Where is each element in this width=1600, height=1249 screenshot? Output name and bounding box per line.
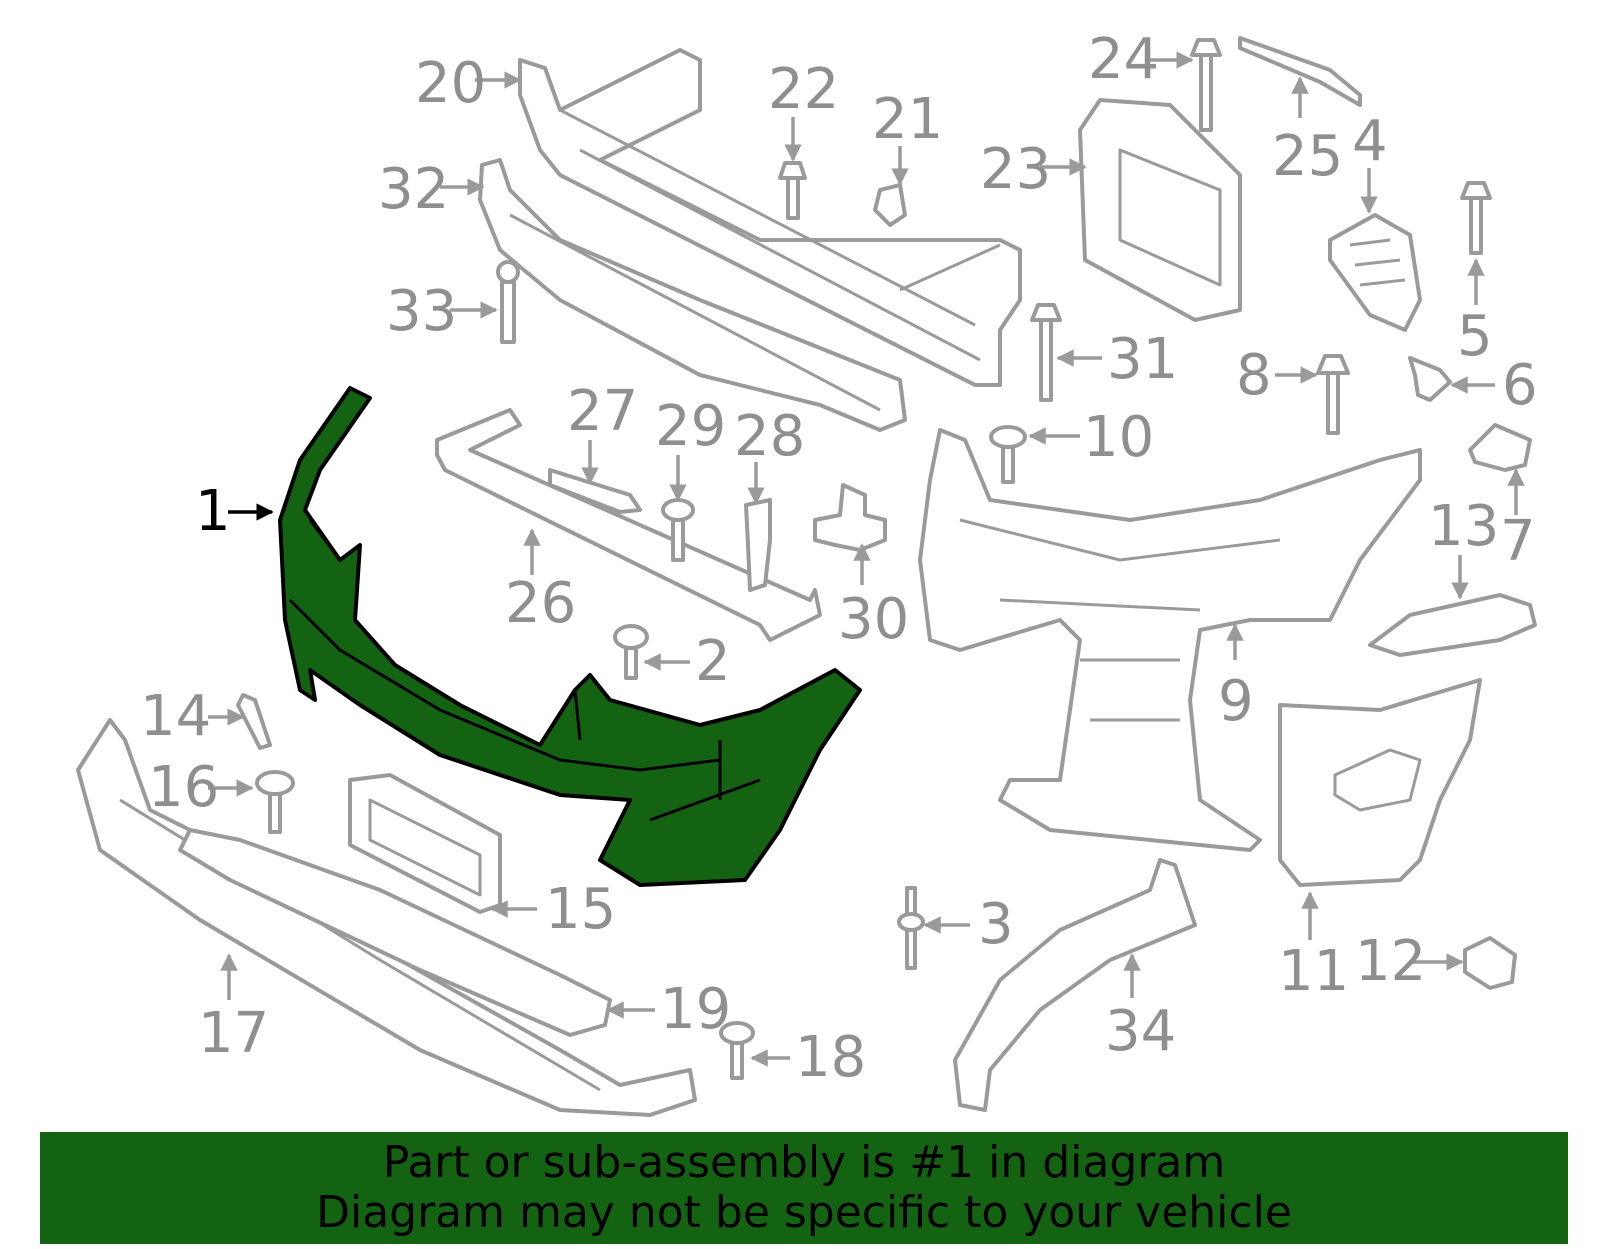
callout-31: 31 [1107,327,1178,392]
part-25-trim-strip [1238,36,1362,107]
part-16-screw [255,770,295,834]
part-20-reinforcement-beam [518,48,1022,387]
part-24-bolt [1190,38,1222,132]
callout-4: 4 [1352,109,1388,174]
part-2-screw [613,624,649,680]
callout-20: 20 [415,51,486,116]
callout-14: 14 [140,684,211,749]
callout-5: 5 [1457,304,1493,369]
callout-9: 9 [1218,669,1254,734]
part-12-clip [1463,936,1517,990]
part-8-bolt [1316,354,1350,435]
callout-32: 32 [378,157,449,222]
part-7-clip [1468,423,1532,472]
callout-18: 18 [795,1025,866,1090]
part-3-push-pin [897,886,925,970]
banner-line-1: Part or sub-assembly is #1 in diagram [382,1137,1226,1188]
part-31-bolt [1030,303,1062,402]
part-6-clip [1408,356,1452,402]
part-26-lower-reinforcement [435,408,822,642]
callout-17: 17 [198,1001,269,1066]
callout-11: 11 [1278,939,1349,1004]
part-21-clip [873,183,907,227]
part-28-bracket [744,498,772,592]
callout-30: 30 [838,587,909,652]
callout-16: 16 [148,755,219,820]
part-18-screw [719,1021,755,1080]
part-34-wheel-molding [953,858,1197,1112]
part-32-energy-absorber [478,158,907,432]
callout-21: 21 [872,87,943,152]
part-9-bumper-carrier [918,428,1422,852]
part-27-clip-strip [548,468,642,514]
info-banner: Part or sub-assembly is #1 in diagram Di… [40,1132,1568,1244]
part-11-side-bracket [1278,678,1482,887]
callout-8: 8 [1236,343,1272,408]
callout-12: 12 [1355,929,1426,994]
callout-1: 1 [195,479,231,544]
fasteners [255,38,1492,1080]
part-33-push-pin [496,260,520,344]
callout-29: 29 [655,394,726,459]
callout-23: 23 [980,137,1051,202]
leader-lines [208,51,1525,1067]
callout-34: 34 [1105,999,1176,1064]
part-13-side-guide [1368,593,1537,657]
callout-27: 27 [567,379,638,444]
callout-22: 22 [768,57,839,122]
part-23-shield [1078,98,1242,322]
part-22-screw [778,161,807,220]
banner-line-2: Diagram may not be specific to your vehi… [316,1187,1292,1238]
callout-labels: 1 2 3 4 5 6 7 8 9 10 11 12 13 14 15 16 1… [140,27,1538,1090]
part-14-small-bracket [236,693,272,750]
part-5-bolt [1460,181,1492,255]
callout-3: 3 [978,892,1014,957]
callout-28: 28 [734,404,805,469]
callout-10: 10 [1083,405,1154,470]
callout-13: 13 [1428,494,1499,559]
callout-26: 26 [505,571,576,636]
part-10-bolt [989,425,1027,484]
part-30-bracket [813,483,887,552]
callout-7: 7 [1500,509,1536,574]
part-19-skid-plate [178,828,612,1037]
callout-2: 2 [695,629,731,694]
callout-6: 6 [1502,353,1538,418]
part-1-bumper-cover [278,386,862,887]
callout-15: 15 [545,877,616,942]
callout-24: 24 [1088,27,1159,92]
callout-33: 33 [386,279,457,344]
callout-19: 19 [660,977,731,1042]
callout-25: 25 [1272,124,1343,189]
part-4-sensor-bracket [1328,213,1422,332]
